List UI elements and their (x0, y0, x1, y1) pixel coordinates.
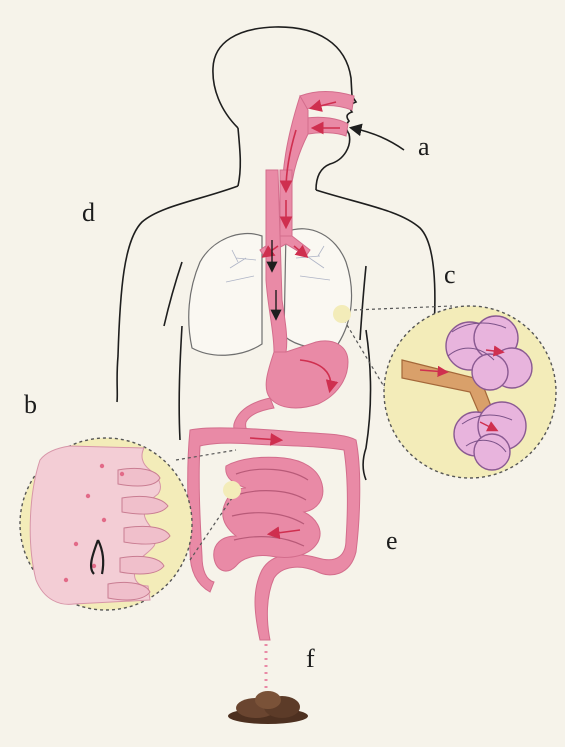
label-d: d (82, 200, 95, 226)
alveoli-focus-dot (333, 305, 351, 323)
label-e: e (386, 528, 398, 554)
label-f: f (306, 646, 315, 672)
label-c: c (444, 262, 456, 288)
armpit-right (360, 266, 366, 340)
tract (188, 92, 360, 691)
villi-pointer-upper (176, 450, 236, 460)
villi-focus-dot (223, 481, 241, 499)
mouth-cavity (306, 117, 348, 136)
torso-left (179, 326, 182, 440)
armpit-left (164, 262, 182, 326)
air-arrow-icon (352, 128, 404, 150)
label-b: b (24, 392, 37, 418)
alveoli-pointer-upper (354, 306, 452, 310)
feces-icon (228, 691, 308, 724)
nasal-cavity (300, 92, 354, 111)
neck-left (238, 128, 240, 186)
left-lung (189, 234, 262, 356)
label-a: a (418, 134, 430, 160)
small-intestine (214, 457, 323, 571)
